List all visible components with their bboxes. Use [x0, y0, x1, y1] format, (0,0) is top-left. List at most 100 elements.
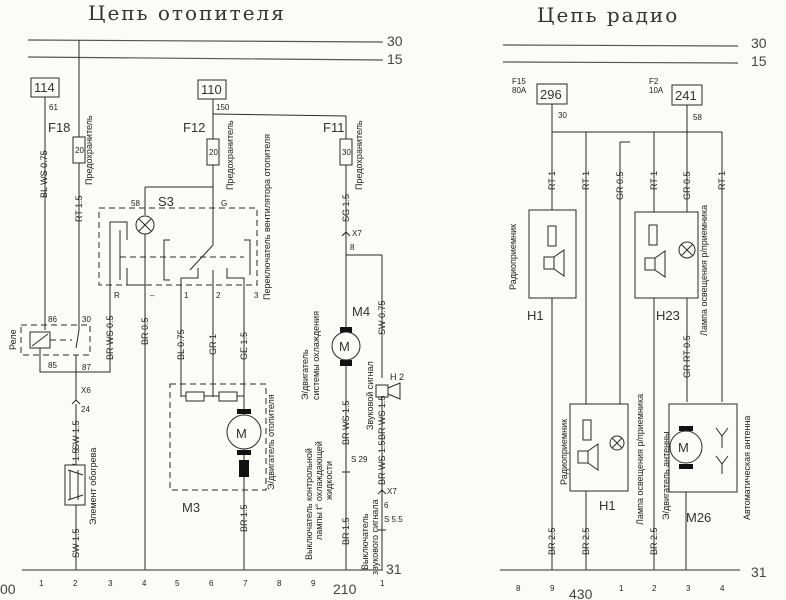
wire-sg-15: SG 1.5 — [341, 194, 351, 222]
radio-unit-h1-bottom-id: H1 — [599, 498, 616, 513]
svg-text:20: 20 — [209, 148, 218, 157]
resistor-icon — [218, 391, 238, 402]
svg-text:X7: X7 — [352, 229, 362, 238]
svg-text:2: 2 — [652, 584, 657, 593]
svg-text:BR WS 1.5: BR WS 1.5 — [377, 440, 387, 485]
page-prefix: 00 — [0, 581, 16, 597]
motor-m3-label: Э/двигатель отопителя — [266, 394, 276, 490]
svg-text:BR 2.5: BR 2.5 — [649, 527, 659, 555]
svg-text:8: 8 — [277, 579, 282, 588]
switch-s3 — [98, 207, 258, 286]
radio-unit-h1-top — [528, 209, 577, 299]
svg-text:SW 1.5: SW 1.5 — [71, 528, 81, 558]
switch-s55-icon — [378, 529, 386, 535]
fuse-box-114-number: 114 — [34, 80, 55, 95]
radio-rail-30 — [502, 44, 739, 47]
svg-text:RT 1: RT 1 — [649, 171, 659, 190]
antenna-icon — [715, 427, 729, 474]
svg-text:30: 30 — [342, 148, 351, 157]
wire-sw-075: SW 0.75 — [377, 300, 387, 335]
motor-m3 — [169, 383, 267, 491]
svg-text:87: 87 — [82, 363, 91, 372]
svg-text:30: 30 — [82, 315, 91, 324]
wire-bl-ws: BL WS 0.75 — [39, 150, 49, 198]
heater-ground-ticks: 1 2 3 4 5 6 7 8 9 1 — [39, 579, 385, 588]
relay — [20, 324, 91, 356]
wire-br-ws-05: BR WS 0.5 — [105, 315, 115, 360]
switch-s29-icon — [342, 471, 350, 478]
motor-m4-icon: M — [331, 331, 361, 361]
radio-unit-h1-bottom-label: Радиоприемник — [559, 419, 569, 485]
svg-text:M: M — [678, 440, 689, 455]
switch-s55-id: S 5.5 — [384, 515, 403, 524]
svg-text:1: 1 — [380, 579, 385, 588]
svg-text:9: 9 — [550, 584, 555, 593]
svg-text:RT 1: RT 1 — [547, 171, 557, 190]
motor-m4-id: M4 — [352, 304, 370, 319]
heater-page-number: 210 — [333, 581, 357, 597]
svg-text:58: 58 — [693, 113, 702, 122]
svg-text:4: 4 — [720, 584, 725, 593]
fuse-f18-label: Предохранитель — [84, 115, 94, 185]
svg-text:F2: F2 — [649, 77, 659, 86]
svg-text:RT 1: RT 1 — [717, 171, 727, 190]
svg-text:24: 24 — [81, 405, 90, 414]
fuse-f12-label: Предохранитель — [225, 120, 235, 190]
motor-icon: M — [669, 430, 703, 464]
svg-text:1: 1 — [39, 579, 44, 588]
svg-text:5: 5 — [175, 579, 180, 588]
svg-text:GR 0.5: GR 0.5 — [682, 171, 692, 200]
svg-text:M: M — [339, 339, 350, 354]
horn-id: H 2 — [390, 372, 404, 382]
fuse-f18-id: F18 — [48, 120, 70, 135]
svg-text:2: 2 — [73, 579, 78, 588]
switch-s3-label: Переключатель вентилятора отопителя — [262, 134, 272, 300]
svg-text:7: 7 — [243, 579, 248, 588]
antenna-motor-label: Э/двигатель антенны — [661, 431, 671, 520]
svg-text:150: 150 — [216, 103, 230, 112]
fuse-f18 — [72, 136, 86, 164]
svg-text:30: 30 — [558, 111, 567, 120]
svg-text:30: 30 — [751, 35, 767, 51]
svg-text:–: – — [150, 291, 155, 300]
speaker-icon — [543, 249, 565, 277]
svg-text:X6: X6 — [81, 386, 91, 395]
radio-unit-h23-id: H23 — [656, 308, 680, 323]
lamp-icon — [135, 215, 155, 235]
svg-text:241: 241 — [675, 88, 697, 103]
resistor-icon — [185, 391, 205, 402]
svg-text:3: 3 — [686, 584, 691, 593]
svg-text:1: 1 — [619, 584, 624, 593]
fuse-f11-id: F11 — [323, 120, 344, 135]
svg-text:M: M — [236, 426, 247, 441]
svg-text:SW 1.5: SW 1.5 — [71, 448, 81, 478]
wire-gr-1: GR 1 — [208, 334, 218, 355]
svg-text:3: 3 — [108, 579, 113, 588]
svg-text:R: R — [114, 291, 120, 300]
switch-s3-id: S3 — [158, 194, 174, 209]
switch-s29-label-1: Выключатель контрольной — [304, 448, 314, 560]
lamp-icon — [609, 435, 625, 451]
heater-element-icon — [64, 464, 86, 506]
rail-15-label: 15 — [387, 51, 403, 67]
wire-br-15-m3: BR 1.5 — [239, 504, 249, 532]
fuse-box-110 — [197, 79, 227, 100]
radio-unit-h1-top-id: H1 — [527, 308, 544, 323]
lamp-label: Лампа освещения р/приемника — [635, 394, 645, 525]
fuse-f11-label: Предохранитель — [354, 120, 364, 190]
wire-bl-075: BL 0.75 — [176, 329, 186, 360]
svg-text:9: 9 — [311, 579, 316, 588]
motor-m3-icon: M — [226, 414, 262, 450]
svg-text:BR 2.5: BR 2.5 — [581, 527, 591, 555]
radio-title: Цепь радио — [537, 3, 679, 27]
svg-text:8: 8 — [516, 584, 521, 593]
switch-s29-label-3: жидкости — [324, 461, 334, 500]
connector-x6 — [71, 399, 81, 405]
svg-text:80A: 80A — [512, 86, 527, 95]
fuse-box-110-number: 110 — [201, 82, 222, 97]
wire-br-15-s29: BR 1.5 — [341, 517, 351, 545]
fuse-f12 — [206, 138, 220, 166]
svg-text:BR WS 1.5: BR WS 1.5 — [377, 395, 387, 440]
speaker-icon — [644, 250, 666, 278]
motor-m4-label-1: Э/двигатель — [300, 349, 310, 400]
